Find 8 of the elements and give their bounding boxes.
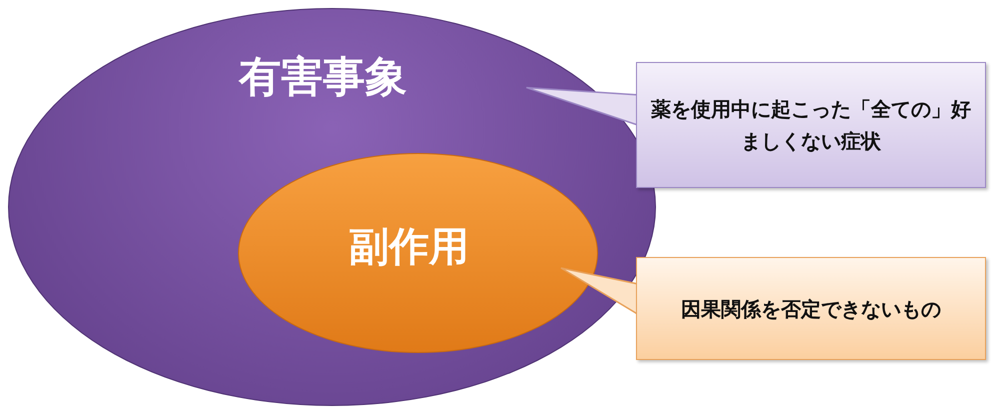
callout-text: 薬を使用中に起こった「全ての」好ましくない症状 <box>650 96 972 155</box>
callout-tail <box>526 86 638 126</box>
callout-tail <box>560 267 638 316</box>
callout-box <box>636 62 986 188</box>
callout-box <box>636 257 986 360</box>
ellipse-label: 有害事象 <box>239 51 407 103</box>
callout-text: 因果関係を否定できないもの <box>680 296 942 322</box>
ellipse-label: 副作用 <box>349 223 469 272</box>
